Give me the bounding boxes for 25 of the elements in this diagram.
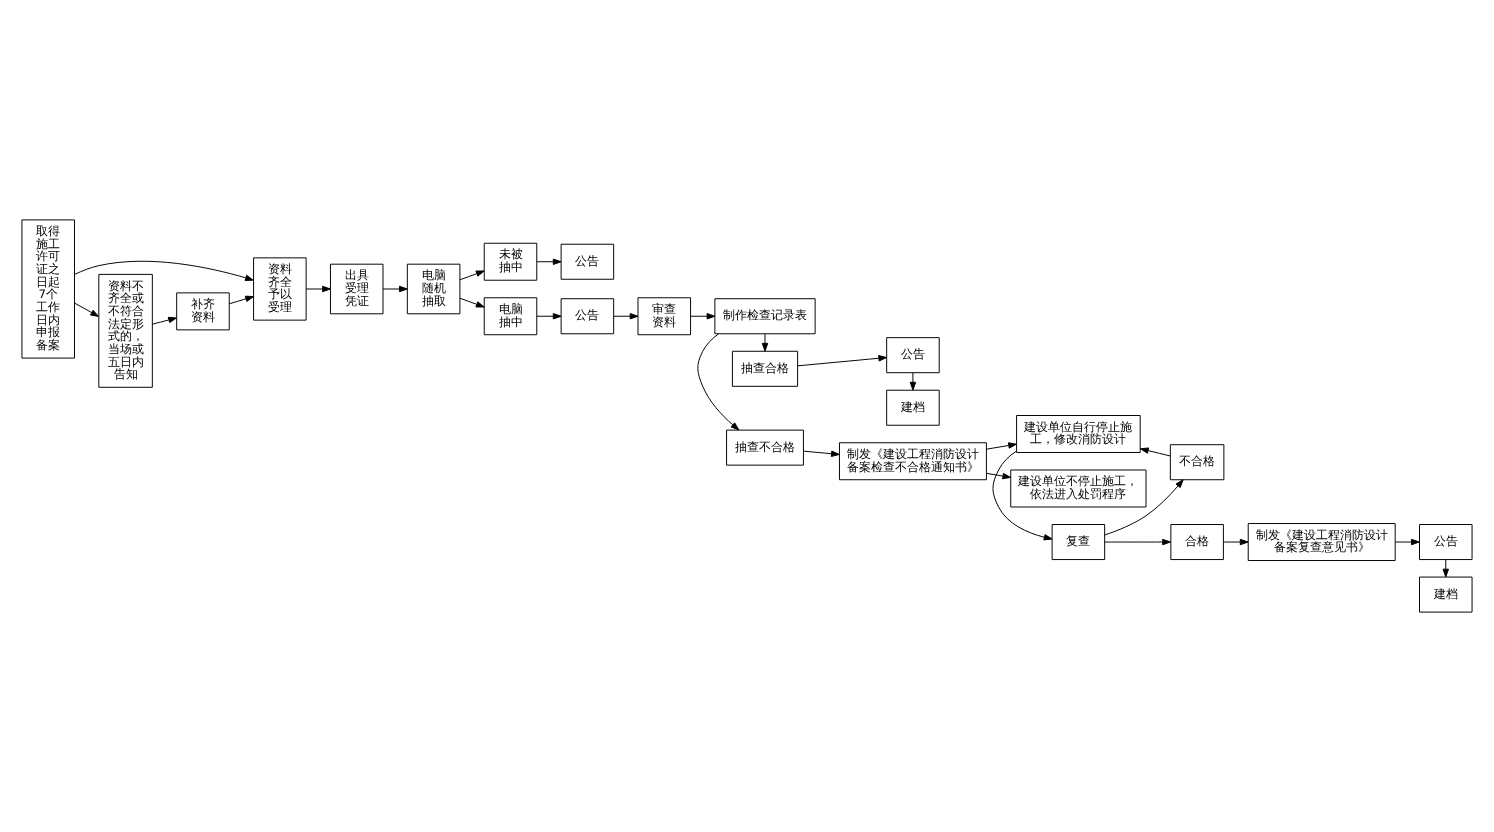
arrow [382, 285, 408, 293]
arrow [74, 260, 254, 281]
arrow [613, 313, 639, 320]
arrow [1395, 538, 1420, 546]
arrow [74, 302, 100, 317]
arrow [992, 450, 1053, 541]
arrow [697, 333, 740, 431]
arrow [1104, 538, 1171, 546]
arrow [909, 372, 917, 391]
arrow [797, 355, 888, 367]
arrow [986, 442, 1017, 450]
arrow [459, 297, 485, 308]
arrow [228, 295, 254, 305]
arrow [1140, 447, 1171, 457]
arrow [1104, 479, 1184, 536]
arrow [152, 316, 177, 325]
arrow [761, 333, 769, 352]
arrow [986, 472, 1012, 480]
arrow [690, 313, 716, 320]
arrow [536, 313, 562, 320]
arrow [305, 285, 331, 293]
arrow [1223, 538, 1249, 546]
arrow [803, 450, 840, 457]
arrow [459, 270, 485, 281]
arrow [536, 258, 562, 265]
